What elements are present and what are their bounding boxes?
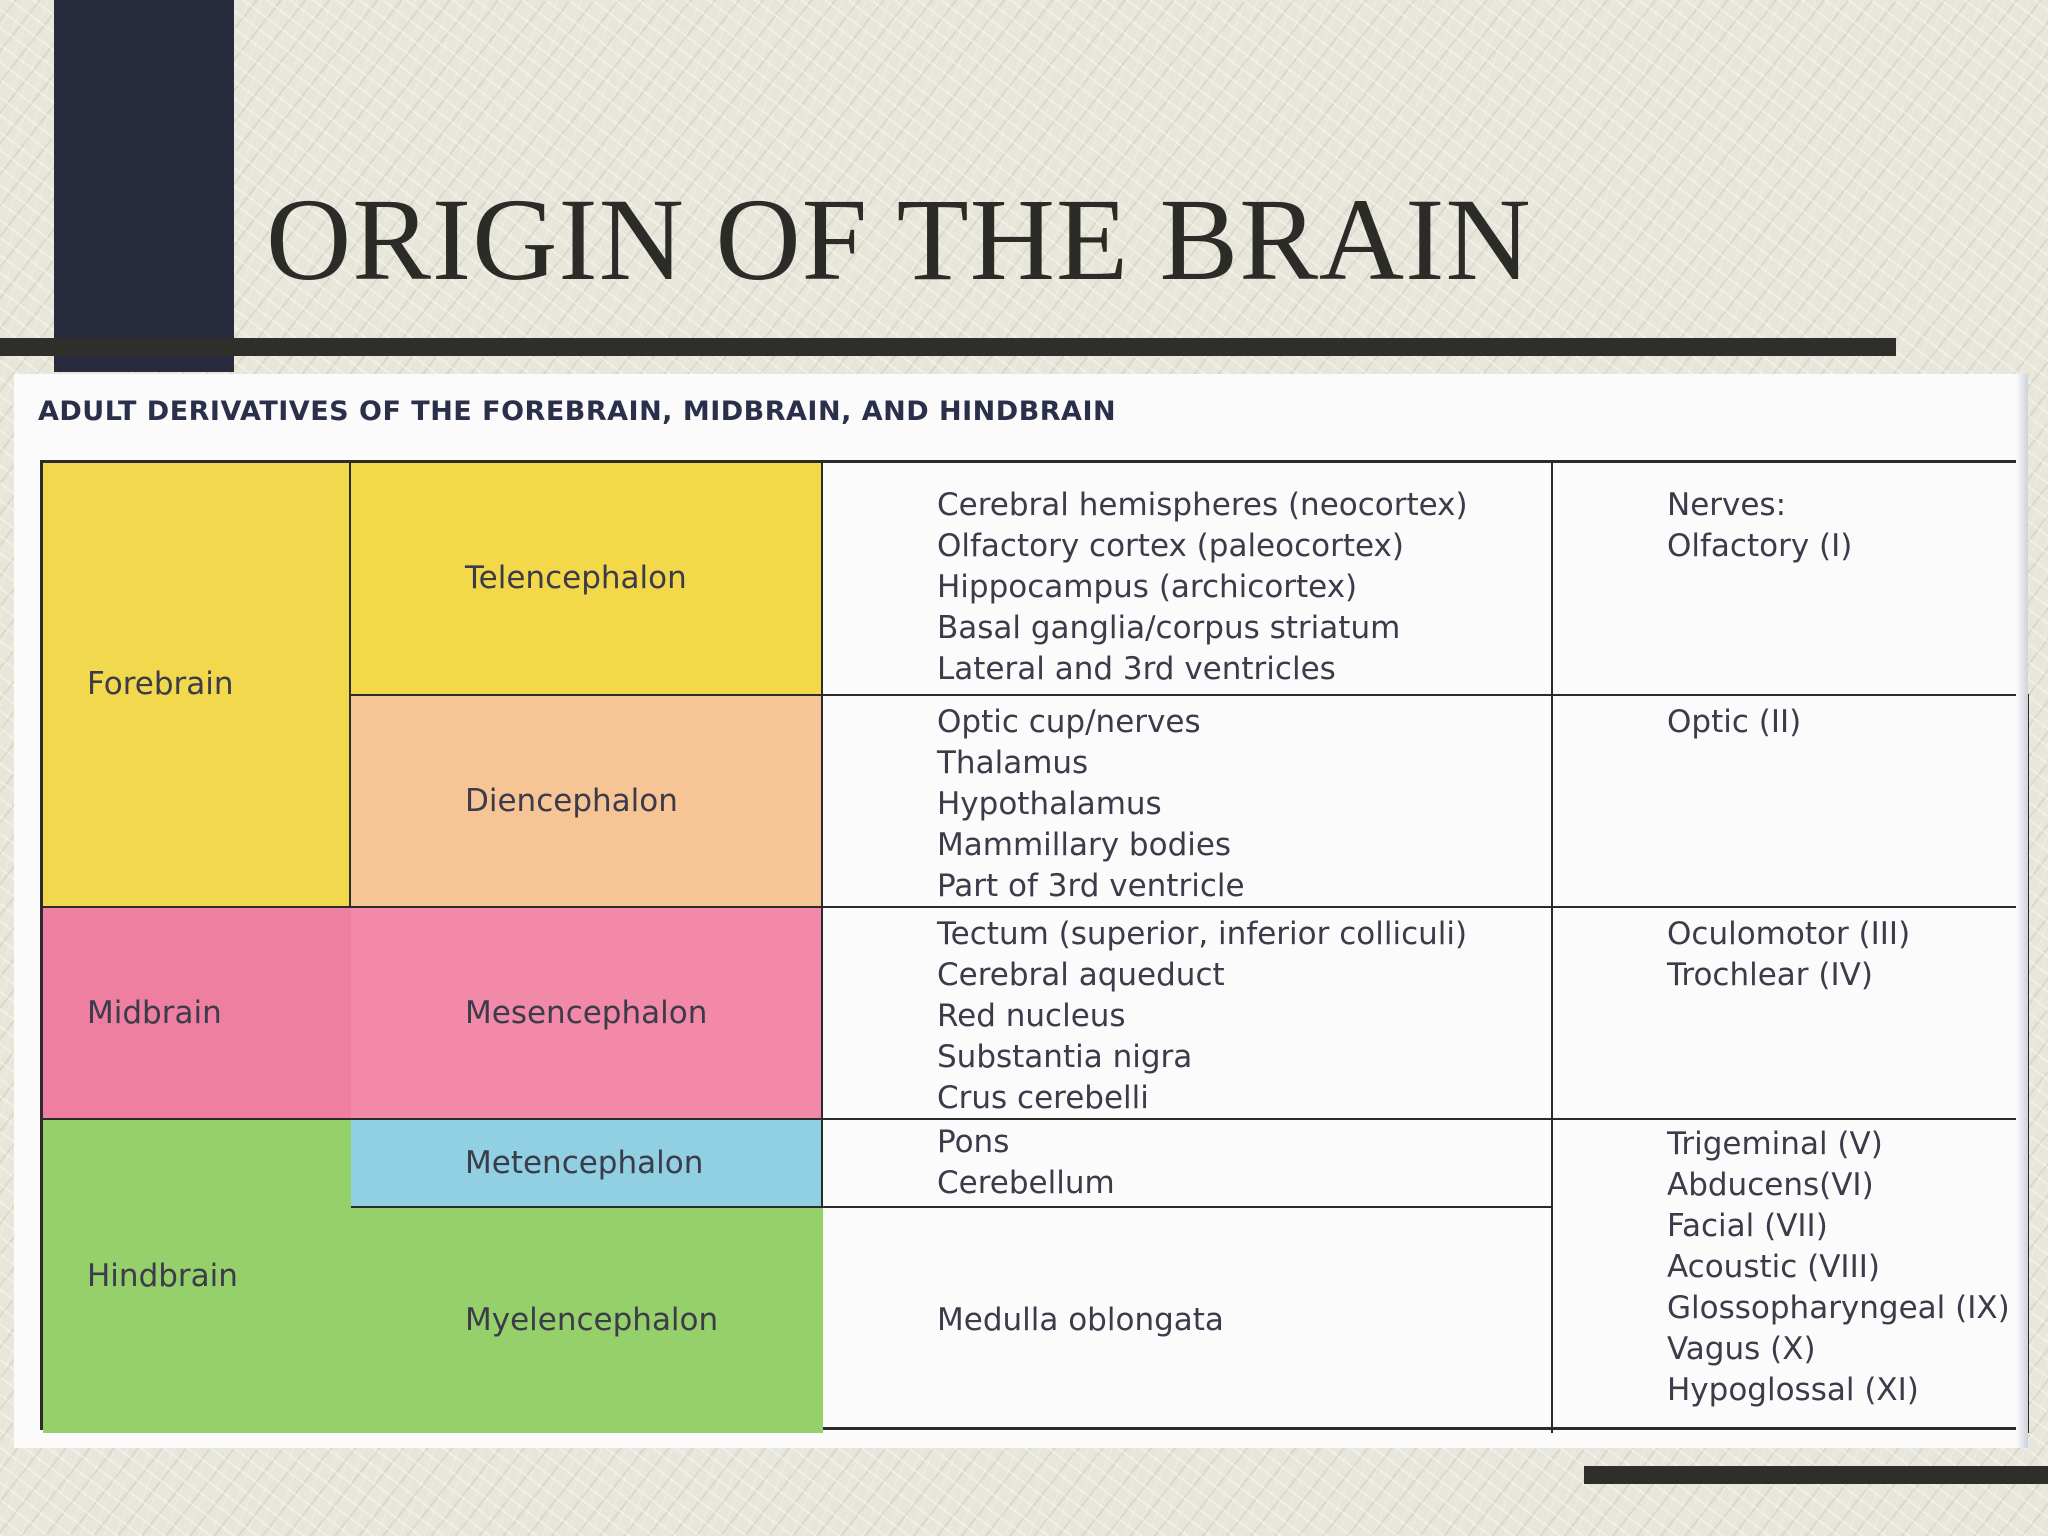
derivative-item: Cerebellum	[937, 1165, 1115, 1201]
subdivision-metencephalon: Metencephalon	[351, 1120, 823, 1208]
region-hindbrain: Hindbrain	[43, 1120, 351, 1433]
nerve-item: Acoustic (VIII)	[1667, 1249, 1880, 1285]
nerve-item: Oculomotor (III)	[1667, 916, 1911, 952]
derivative-item: Basal ganglia/corpus striatum	[937, 610, 1401, 646]
nerve-item: Olfactory (I)	[1667, 528, 1853, 564]
derivative-item: Pons	[937, 1124, 1010, 1160]
nerve-item: Glossopharyngeal (IX)	[1667, 1290, 2010, 1326]
accent-bar	[54, 0, 234, 372]
derivatives-telencephalon: Cerebral hemispheres (neocortex) Olfacto…	[823, 463, 1553, 696]
derivative-item: Lateral and 3rd ventricles	[937, 651, 1336, 687]
derivative-item: Optic cup/nerves	[937, 704, 1201, 740]
derivative-item: Hippocampus (archicortex)	[937, 569, 1358, 605]
derivatives-diencephalon: Optic cup/nerves Thalamus Hypothalamus M…	[823, 696, 1553, 908]
derivative-item: Tectum (superior, inferior colliculi)	[937, 916, 1468, 952]
nerves-telencephalon: Nerves: Olfactory (I)	[1553, 463, 2029, 696]
nerve-item: Vagus (X)	[1667, 1331, 1816, 1367]
region-midbrain: Midbrain	[43, 908, 351, 1120]
nerve-item: Hypoglossal (XI)	[1667, 1372, 1919, 1408]
derivative-item: Mammillary bodies	[937, 827, 1232, 863]
derivative-item: Hypothalamus	[937, 786, 1162, 822]
slide-title: ORIGIN OF THE BRAIN	[266, 174, 1532, 305]
nerve-item: Trochlear (IV)	[1667, 957, 1873, 993]
derivative-item: Medulla oblongata	[937, 1302, 1224, 1338]
nerves-hindbrain: Trigeminal (V) Abducens(VI) Facial (VII)…	[1553, 1120, 2029, 1433]
derivative-item: Substantia nigra	[937, 1039, 1193, 1075]
derivatives-metencephalon: Pons Cerebellum	[823, 1120, 1553, 1208]
subdivision-telencephalon: Telencephalon	[351, 463, 823, 696]
derivative-item: Cerebral hemispheres (neocortex)	[937, 487, 1468, 523]
region-forebrain: Forebrain	[43, 463, 351, 908]
subdivision-mesencephalon: Mesencephalon	[351, 908, 823, 1120]
derivative-item: Olfactory cortex (paleocortex)	[937, 528, 1404, 564]
nerve-item: Optic (II)	[1667, 704, 1802, 740]
nerve-item: Abducens(VI)	[1667, 1167, 1874, 1203]
nerve-item: Facial (VII)	[1667, 1208, 1828, 1244]
derivative-item: Part of 3rd ventricle	[937, 868, 1245, 904]
derivatives-mesencephalon: Tectum (superior, inferior colliculi) Ce…	[823, 908, 1553, 1120]
derivative-item: Red nucleus	[937, 998, 1126, 1034]
nerves-mesencephalon: Oculomotor (III) Trochlear (IV)	[1553, 908, 2029, 1120]
nerve-heading: Nerves:	[1667, 487, 1787, 523]
scan-edge	[2016, 374, 2028, 1448]
derivatives-table: Forebrain Telencephalon Cerebral hemisph…	[40, 460, 2029, 1433]
footer-rule	[1584, 1466, 2048, 1484]
derivative-item: Thalamus	[937, 745, 1089, 781]
derivative-item: Crus cerebelli	[937, 1080, 1149, 1116]
derivative-item: Cerebral aqueduct	[937, 957, 1225, 993]
derivatives-myelencephalon: Medulla oblongata	[823, 1208, 1553, 1433]
table-heading: ADULT DERIVATIVES OF THE FOREBRAIN, MIDB…	[38, 396, 1117, 427]
subdivision-diencephalon: Diencephalon	[351, 696, 823, 908]
nerve-item: Trigeminal (V)	[1667, 1126, 1883, 1162]
subdivision-myelencephalon: Myelencephalon	[351, 1208, 823, 1433]
nerves-diencephalon: Optic (II)	[1553, 696, 2029, 908]
table-scan: ADULT DERIVATIVES OF THE FOREBRAIN, MIDB…	[14, 374, 2029, 1448]
title-underline	[0, 338, 1896, 356]
